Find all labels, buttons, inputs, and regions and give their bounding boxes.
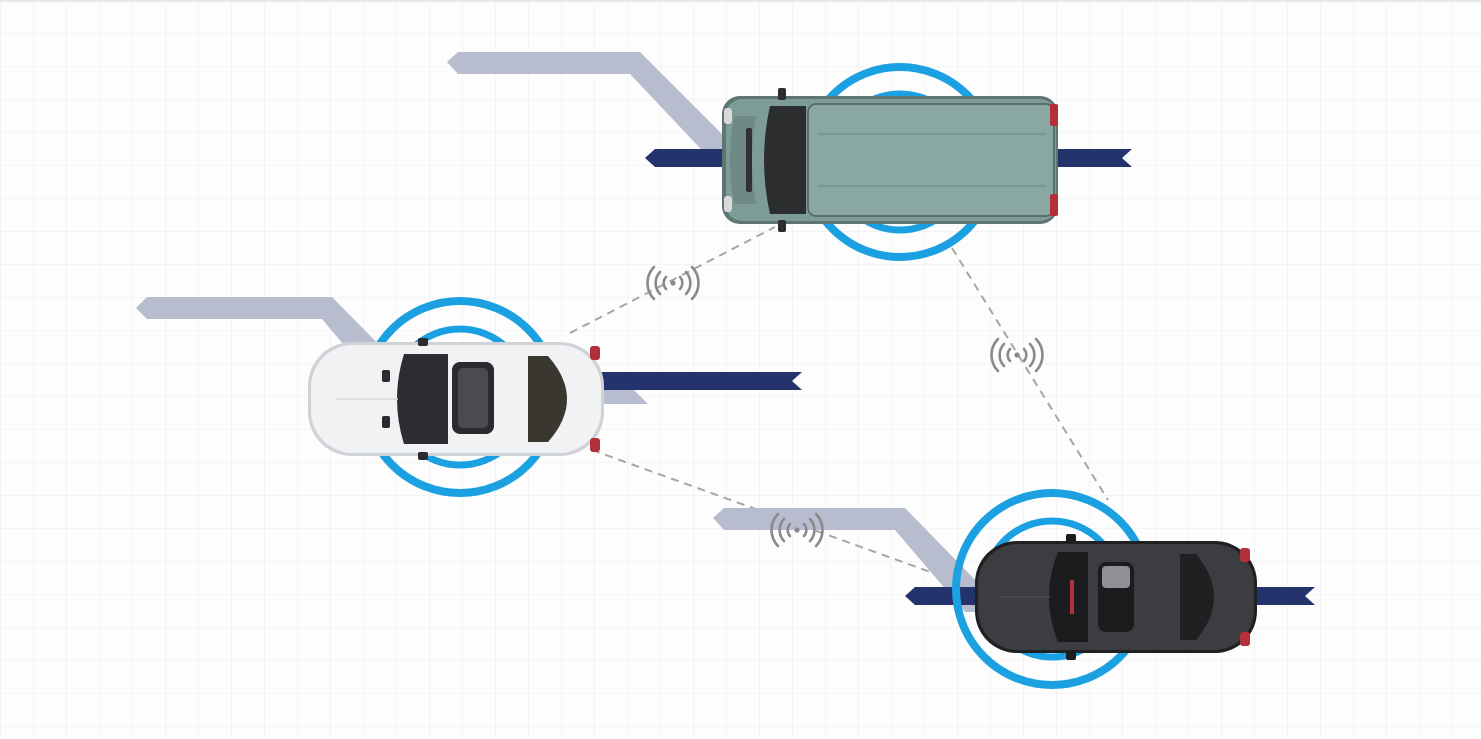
top-border [0,0,1481,3]
white-car-path-arrow [136,297,400,388]
white-car-top-view [308,338,604,460]
van-heading-right [1050,149,1132,167]
wireless-signal-icon-white-van [646,265,700,301]
van-path-arrow [447,52,735,165]
dark-car-top-view [975,534,1257,660]
link-lines [569,226,1109,583]
dark-car-heading-left [905,587,985,605]
dark-car-path-arrow [713,508,985,612]
white-car-heading-right [595,372,802,390]
link-line-white-dark [591,449,959,583]
dark-car-heading-right [1250,587,1315,605]
van-heading-left [645,149,730,167]
white-car-path-tail [600,388,648,404]
link-line-white-van [569,226,776,334]
heading-arrows [595,149,1315,605]
link-line-van-dark [951,247,1109,501]
wireless-signal-icon-van-dark [990,337,1044,373]
path-arrows-light [136,52,985,612]
van-top-view [722,88,1058,232]
